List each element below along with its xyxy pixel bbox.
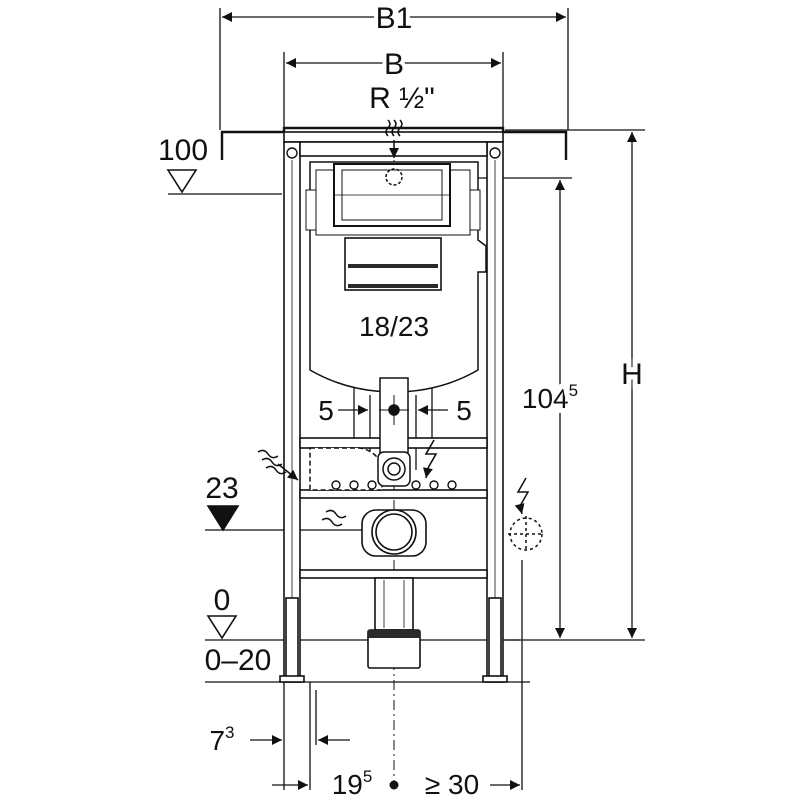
label-b1: B1 — [376, 2, 413, 35]
frame-bolts — [286, 147, 501, 159]
water-inlet-symbol — [385, 119, 403, 186]
label-r-thread: R ½" — [369, 82, 435, 115]
label-offset-right-5: 5 — [456, 395, 472, 426]
electric-outlet — [508, 477, 544, 552]
label-level-23: 23 — [205, 472, 238, 505]
waste-pipe — [361, 509, 427, 669]
label-dist-19: 195 — [332, 767, 373, 800]
dimension-labels: B1 B R ½" 100 H 1045 18/23 5 5 23 0 0–20… — [158, 0, 648, 800]
label-b: B — [384, 48, 404, 81]
connection-dots — [331, 480, 457, 490]
center-point-bottom — [389, 780, 399, 790]
flush-pipe — [309, 377, 411, 491]
level-23-marker — [206, 505, 240, 532]
label-offset-left-5: 5 — [318, 395, 334, 426]
label-dist-30: ≥ 30 — [425, 769, 479, 800]
label-dist-7: 73 — [209, 723, 234, 756]
label-level-0: 0 — [214, 584, 231, 617]
label-h: H — [621, 358, 643, 391]
level-100-marker — [166, 169, 198, 194]
waste-water-symbol — [257, 449, 347, 527]
installation-frame — [220, 126, 568, 683]
electric-symbol-inner — [423, 439, 438, 479]
label-height-104: 1045 — [522, 381, 578, 414]
label-level-100: 100 — [158, 134, 208, 167]
level-markers — [166, 169, 240, 640]
label-spacing-18-23: 18/23 — [359, 311, 429, 342]
cistern — [305, 161, 487, 393]
label-range-0-20: 0–20 — [205, 644, 272, 677]
level-0-marker — [206, 615, 238, 640]
